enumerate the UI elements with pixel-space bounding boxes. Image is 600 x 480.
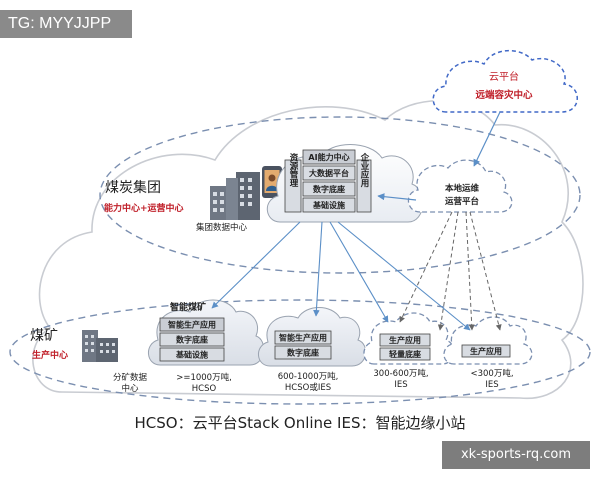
mine-datacenter-caption-2: 中心	[121, 383, 139, 394]
site-item-label: 生产应用	[470, 346, 502, 356]
group-subtitle: 能力中心+运营中心	[104, 202, 184, 214]
site-caption-1: 600-1000万吨,	[278, 371, 339, 382]
site-4: 生产应用 <300万吨, IES	[443, 316, 533, 390]
stack-item-label: 数字底座	[313, 184, 345, 194]
site-2: 智能生产应用 数字底座 600-1000万吨, HCSO或IES	[258, 307, 367, 393]
site-item-label: 基础设施	[175, 350, 208, 360]
group-datacenter: 集团数据中心	[196, 166, 282, 233]
site-caption-2: IES	[394, 380, 407, 390]
site-smart-mine: 智能煤矿 智能生产应用 数字底座 基础设施 >=1000万吨, HCSO	[148, 299, 265, 394]
arrows-ops-to-sites	[399, 211, 502, 331]
site-item-label: 智能生产应用	[168, 320, 216, 330]
site-caption-2: HCSO或IES	[285, 382, 331, 393]
site-item-label: 轻量底座	[389, 349, 421, 359]
mine-title: 煤矿	[30, 328, 58, 344]
stack-item-label: 大数据平台	[309, 168, 349, 178]
local-ops-line1: 本地运维	[445, 183, 480, 194]
stack-item-label: 基础设施	[312, 200, 345, 210]
group-stack: 资源管理 AI能力中心 大数据平台 数字底座 基础设施 企业应用	[284, 149, 372, 213]
stack-left-label: 资源管理	[288, 152, 298, 188]
outer-cloud	[32, 99, 584, 400]
site-caption-2: IES	[485, 380, 498, 390]
site-caption-1: 300-600万吨,	[373, 368, 428, 379]
mine-datacenter: 分矿数据 中心	[82, 330, 147, 394]
watermark-top: TG: MYYJJPP	[0, 10, 132, 38]
arrow-cloud-to-ops	[473, 111, 501, 167]
mine-dashed-zone	[9, 299, 591, 405]
mine-subtitle: 生产中心	[32, 349, 68, 361]
site-item-label: 生产应用	[389, 335, 421, 345]
site-caption-2: HCSO	[192, 384, 217, 394]
group-dashed-zone	[99, 116, 581, 274]
cloud-platform-title: 云平台	[489, 70, 519, 83]
local-ops-line2: 运营平台	[445, 196, 480, 207]
site-item-label: 智能生产应用	[279, 333, 327, 343]
stack-item-2	[302, 181, 356, 197]
legend-text: HCSO：云平台Stack Online IES：智能边缘小站	[135, 414, 466, 432]
building-icon	[226, 178, 238, 220]
group-title: 煤炭集团	[105, 179, 161, 196]
arrows-stack-to-sites	[211, 221, 471, 331]
stack-right-label: 企业应用	[359, 152, 370, 188]
cloud-platform: 云平台 远端容灾中心	[432, 49, 578, 113]
mine-datacenter-caption-1: 分矿数据	[113, 372, 148, 383]
site-item-label: 数字底座	[176, 335, 208, 345]
cloud-platform-subtitle: 远端容灾中心	[475, 89, 533, 101]
site-caption-1: <300万吨,	[470, 368, 513, 379]
local-ops: 本地运维 运营平台	[407, 159, 513, 213]
stack-item-3	[302, 197, 356, 213]
local-ops-cloud	[407, 159, 513, 213]
cloud-platform-shape	[432, 49, 578, 113]
watermark-bottom: xk-sports-rq.com	[442, 441, 590, 469]
building-icon	[82, 330, 98, 362]
stack-item-1	[302, 165, 356, 181]
arrow-ops-to-stack	[377, 193, 417, 201]
smart-mine-title: 智能煤矿	[170, 301, 206, 313]
group-datacenter-label: 集团数据中心	[196, 222, 248, 233]
site-item-label: 数字底座	[287, 348, 319, 358]
stack-item-label: AI能力中心	[308, 152, 349, 162]
site-caption-1: >=1000万吨,	[176, 372, 232, 383]
stack-item-0	[302, 149, 356, 165]
